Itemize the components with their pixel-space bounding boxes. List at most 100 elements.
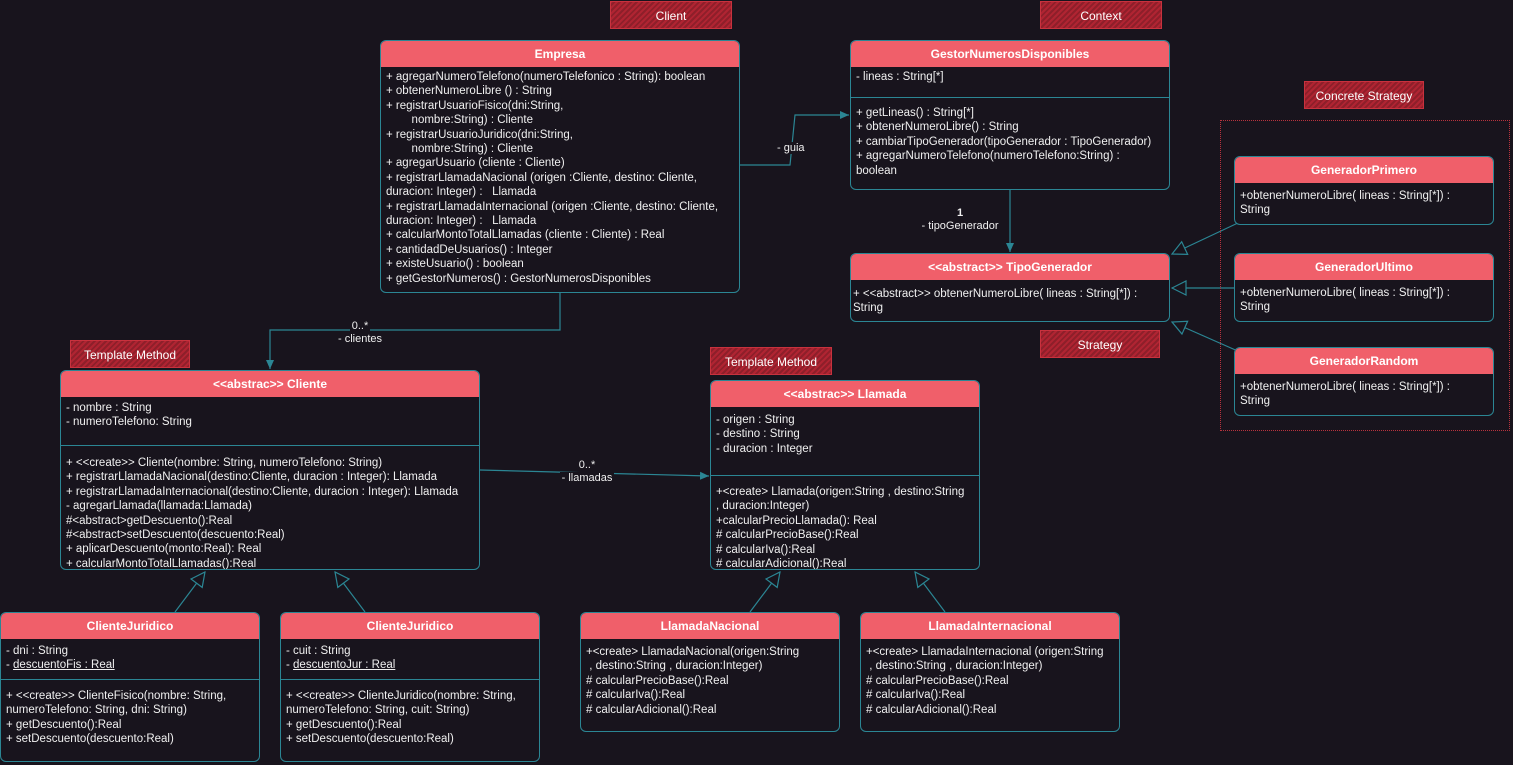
class-gestor-attributes: - lineas : String[*] [851, 67, 1169, 97]
member-line: + getDescuento():Real [286, 718, 402, 731]
class-cliente-fisico-methods: + <<create>> ClienteFisico(nombre: Strin… [1, 679, 259, 750]
class-cliente-juridico[interactable]: ClienteJuridico - cuit : String- descuen… [280, 612, 540, 762]
member-line: + aplicarDescuento(monto:Real): Real [66, 543, 262, 556]
member-line: + registrarLlamadaNacional(destino:Clien… [66, 471, 438, 484]
member-line: - agregarLlamada(llamada:Llamada) [66, 500, 253, 513]
class-llamada-nacional-methods: +<create> LlamadaNacional(origen:String … [581, 639, 839, 720]
tag-client: Client [610, 1, 732, 29]
member-line: duracion: Integer) : Llamada [386, 215, 537, 228]
member-line: +obtenerNumeroLibre( lineas : String[*])… [1240, 381, 1450, 393]
member-line: + obtenerNumeroLibre () : String [386, 85, 552, 98]
class-llamada-nacional-name: LlamadaNacional [581, 613, 839, 639]
class-cliente-fisico[interactable]: ClienteJuridico - dni : String - descuent… [0, 612, 260, 762]
member-line: + setDescuento(descuento:Real) [6, 733, 174, 746]
member-line: - dni : String [6, 645, 68, 657]
member-line: - lineas : String[*] [856, 71, 944, 83]
tag-concrete-strategy-label: Concrete Strategy [1315, 89, 1413, 103]
class-cliente-juridico-attributes: - cuit : String- descuentoJur : Real [281, 639, 539, 679]
class-generador-random[interactable]: GeneradorRandom +obtenerNumeroLibre( lin… [1234, 347, 1494, 416]
member-line: - descuentoJur : Real [286, 659, 396, 672]
class-cliente-methods: + <<create>> Cliente(nombre: String, num… [61, 445, 479, 570]
member-line: # calcularPrecioBase():Real [866, 674, 1009, 687]
member-line: , duracion:Integer) [716, 500, 810, 513]
member-line: + registrarLlamadaNacional (origen :Clie… [386, 171, 697, 184]
class-generador-primero-methods: +obtenerNumeroLibre( lineas : String[*])… [1235, 183, 1493, 221]
member-line: + existeUsuario() : boolean [386, 258, 524, 271]
gen-cliente-fisico [174, 572, 205, 613]
tag-concrete-strategy: Concrete Strategy [1304, 81, 1424, 109]
class-llamada-methods: +<create> Llamada(origen:String , destin… [711, 475, 979, 570]
member-line: + obtenerNumeroLibre() : String [856, 121, 1019, 134]
class-llamada-attributes: - origen : String- destino : String- dur… [711, 407, 979, 475]
class-llamada-internacional[interactable]: LlamadaInternacional +<create> LlamadaIn… [860, 612, 1120, 732]
class-llamada-name: <<abstrac>> Llamada [711, 381, 979, 407]
gen-cliente-juridico [335, 572, 366, 613]
class-generador-ultimo-methods: +obtenerNumeroLibre( lineas : String[*])… [1235, 280, 1493, 318]
member-line: # calcularIva():Real [586, 689, 686, 702]
edge-llamadas-label: 0..* - llamadas [547, 459, 627, 485]
member-line: +calcularPrecioLlamada(): Real [716, 514, 877, 527]
tag-template-method-cliente: Template Method [70, 340, 190, 368]
edge-clientes-role: - clientes [335, 333, 385, 345]
member-line: + <<create>> ClienteJuridico(nombre: Str… [286, 690, 516, 702]
class-gestor-numeros-disponibles[interactable]: GestorNumerosDisponibles - lineas : Stri… [850, 40, 1170, 190]
tag-context: Context [1040, 1, 1162, 29]
tag-strategy-label: Strategy [1077, 338, 1123, 352]
member-line: + agregarNumeroTelefono(numeroTelefono:S… [856, 150, 1120, 163]
edge-clientes-mult: 0..* [349, 320, 371, 332]
member-line: + <<create>> Cliente(nombre: String, num… [66, 457, 383, 469]
class-empresa[interactable]: Empresa + agregarNumeroTelefono(numeroTe… [380, 40, 740, 293]
member-line: + cambiarTipoGenerador(tipoGenerador : T… [856, 135, 1152, 148]
member-line: String [1240, 204, 1271, 217]
class-cliente[interactable]: <<abstrac>> Cliente - nombre : String- n… [60, 370, 480, 570]
edge-tipo-mult: 1 [954, 207, 966, 219]
member-line: String [1240, 301, 1271, 314]
gen-random [1172, 322, 1241, 353]
class-generador-primero[interactable]: GeneradorPrimero +obtenerNumeroLibre( li… [1234, 156, 1494, 225]
member-line: # calcularAdicional():Real [716, 558, 847, 570]
member-line: # calcularPrecioBase():Real [586, 674, 729, 687]
class-cliente-juridico-name: ClienteJuridico [281, 613, 539, 639]
class-cliente-attributes: - nombre : String- numeroTelefono: Strin… [61, 397, 479, 445]
member-line: - origen : String [716, 414, 795, 426]
member-line: numeroTelefono: String, dni: String) [6, 704, 187, 717]
member-line: +<create> LlamadaInternacional (origen:S… [866, 646, 1104, 658]
class-tipo-generador[interactable]: <<abstract>> TipoGenerador + <<abstract>… [850, 253, 1170, 322]
class-gestor-name: GestorNumerosDisponibles [851, 41, 1169, 67]
edge-llamadas-mult: 0..* [576, 459, 598, 471]
member-line: - nombre : String [66, 402, 152, 414]
class-generador-ultimo[interactable]: GeneradorUltimo +obtenerNumeroLibre( lin… [1234, 253, 1494, 322]
member-line: # calcularIva():Real [866, 689, 966, 702]
member-line: + registrarLlamadaInternacional(destino:… [66, 485, 459, 498]
member-line: #<abstract>getDescuento():Real [66, 514, 233, 527]
class-llamada-internacional-name: LlamadaInternacional [861, 613, 1119, 639]
member-line: duracion: Integer) : Llamada [386, 186, 537, 199]
member-line: boolean [856, 164, 897, 177]
member-line: #<abstract>setDescuento(descuento:Real) [66, 529, 285, 542]
member-line: + getLineas() : String[*] [856, 107, 974, 119]
edge-tipo-role: - tipoGenerador [919, 220, 1001, 232]
member-line: + agregarUsuario (cliente : Cliente) [386, 157, 565, 170]
member-line: + calcularMontoTotalLlamadas():Real [66, 557, 257, 570]
concrete-strategy-group [1220, 120, 1510, 431]
member-line: - duracion : Integer [716, 442, 813, 455]
edge-guia-role: - guia [775, 142, 807, 154]
tag-template-method-llamada-label: Template Method [724, 355, 818, 369]
assoc-empresa-gestor [740, 111, 849, 166]
member-line: + getGestorNumeros() : GestorNumerosDisp… [386, 272, 651, 285]
member-line: # calcularAdicional():Real [586, 703, 717, 716]
member-line: + setDescuento(descuento:Real) [286, 733, 454, 746]
member-line: +<create> Llamada(origen:String , destin… [716, 486, 965, 498]
member-line: nombre:String) : Cliente [386, 143, 534, 156]
member-line: + registrarUsuarioJuridico(dni:String, [386, 128, 573, 141]
gen-llamada-nacional [749, 572, 780, 613]
class-cliente-fisico-name: ClienteJuridico [1, 613, 259, 639]
class-cliente-name: <<abstrac>> Cliente [61, 371, 479, 397]
class-llamada-nacional[interactable]: LlamadaNacional +<create> LlamadaNaciona… [580, 612, 840, 732]
member-line: String [1240, 395, 1271, 408]
tag-context-label: Context [1080, 9, 1122, 23]
class-llamada[interactable]: <<abstrac>> Llamada - origen : String- d… [710, 380, 980, 570]
member-line: - descuentoFis : Real [6, 659, 115, 672]
member-line: + getDescuento():Real [6, 718, 122, 731]
